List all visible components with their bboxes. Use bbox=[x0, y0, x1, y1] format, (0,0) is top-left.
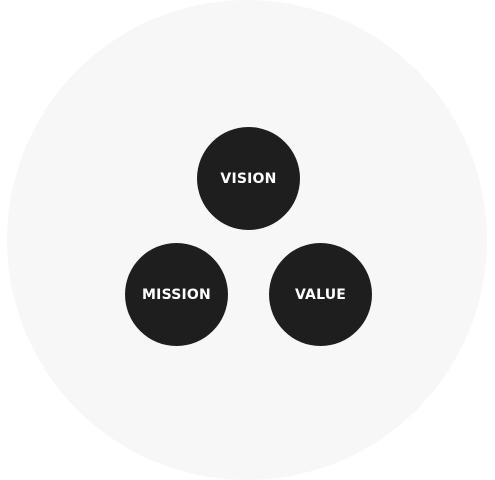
vision-label: VISION bbox=[220, 170, 277, 187]
value-label: VALUE bbox=[294, 286, 347, 303]
vision-circle: VISION bbox=[197, 127, 300, 230]
background-circle bbox=[7, 0, 487, 480]
value-circle: VALUE bbox=[269, 243, 372, 346]
mission-circle: MISSION bbox=[125, 243, 228, 346]
mission-label: MISSION bbox=[142, 286, 211, 303]
